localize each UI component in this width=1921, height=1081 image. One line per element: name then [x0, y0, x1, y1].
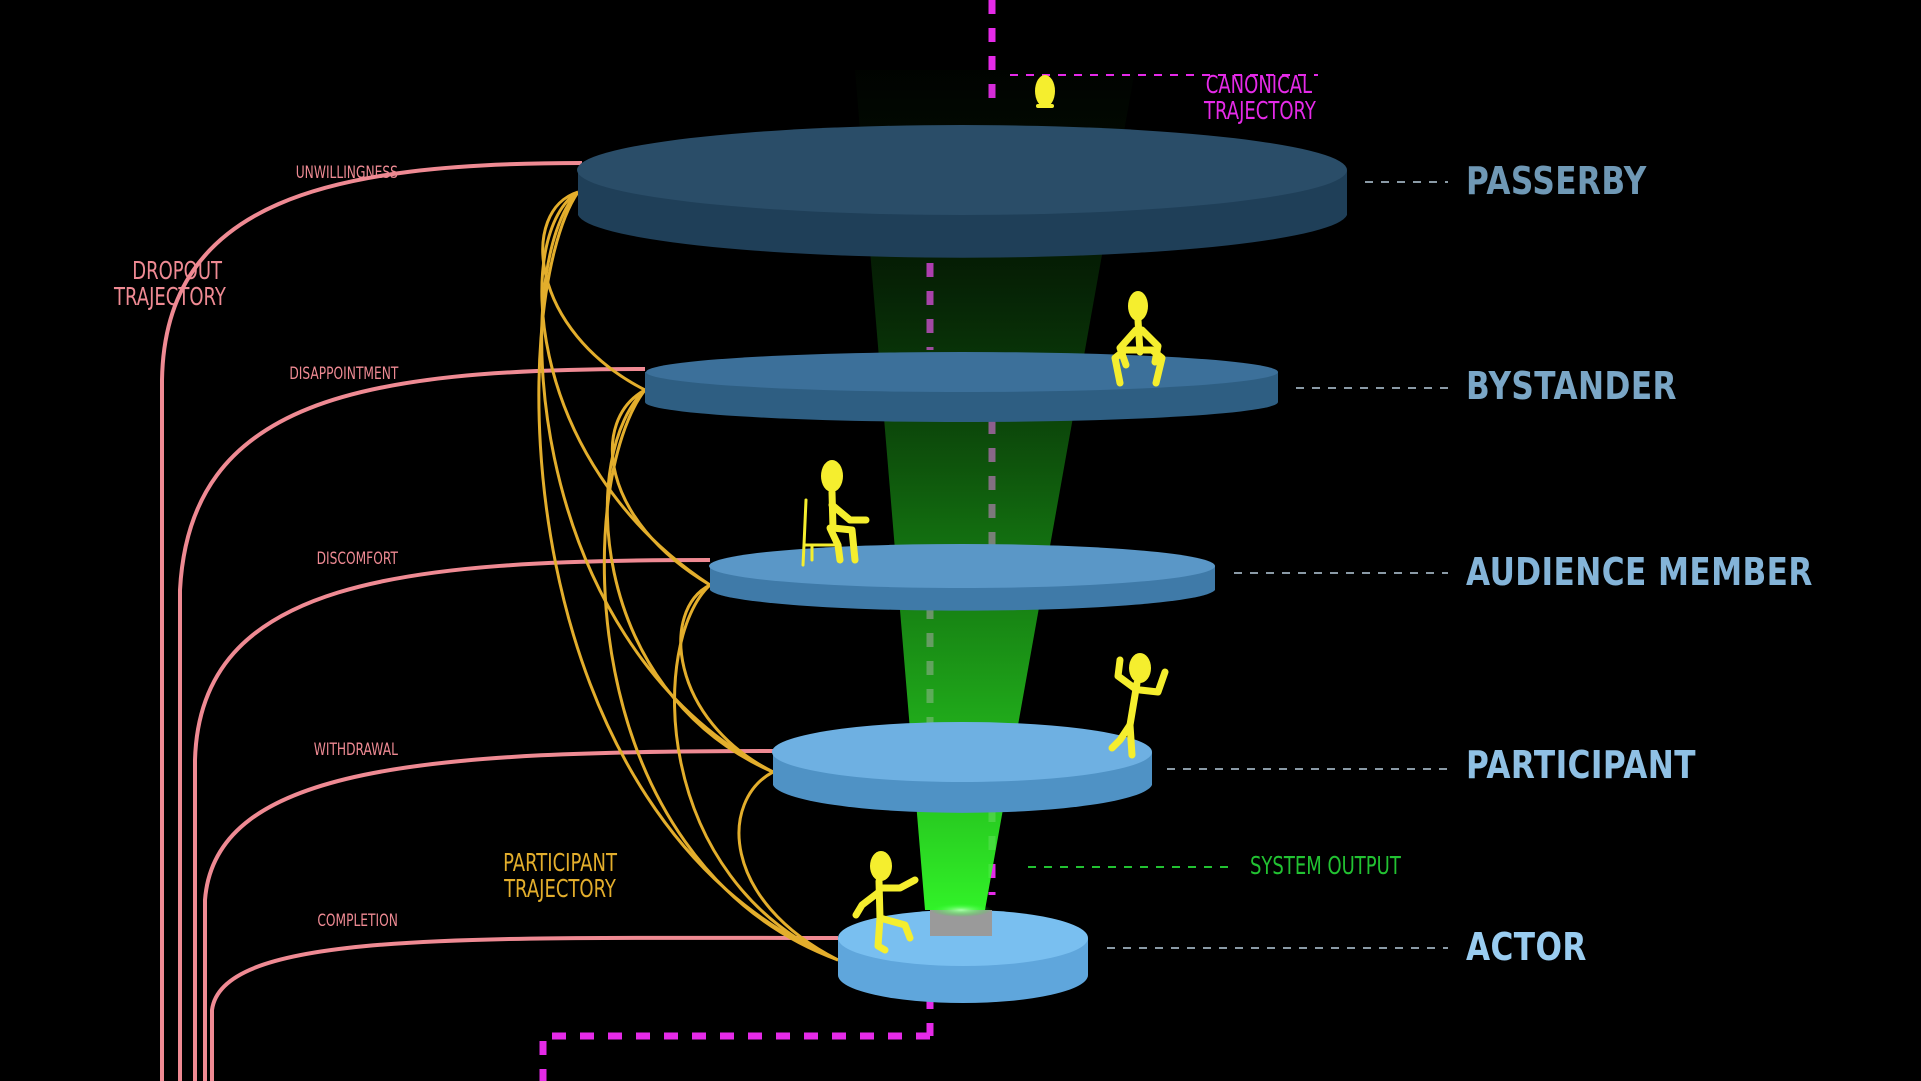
stage-label-actor: ACTOR: [1466, 925, 1587, 969]
reason-label-unwillingness: UNWILLINGNESS: [295, 163, 398, 183]
crouching-person-icon: [1111, 291, 1166, 387]
participant-label-line2: TRAJECTORY: [504, 874, 616, 904]
acting-person-icon: [852, 851, 919, 954]
reason-label-discomfort: DISCOMFORT: [316, 549, 398, 569]
dropout-label-line2: TRAJECTORY: [113, 282, 226, 312]
reason-label-withdrawal: WITHDRAWAL: [313, 740, 398, 760]
system-output-beam: [855, 70, 1135, 910]
seated-person-icon: [801, 460, 870, 567]
stage-disc-audience: [709, 544, 1215, 611]
stage-disc-actor: [838, 903, 1088, 1003]
stage-label-bystander: BYSTANDER: [1466, 364, 1677, 408]
canonical-trajectory-label: CANONICAL TRAJECTORY: [1204, 70, 1316, 126]
participant-label-line1: PARTICIPANT: [503, 848, 617, 877]
stage-disc-bystander: [645, 352, 1278, 423]
reason-label-disappointment: DISAPPOINTMENT: [289, 364, 398, 384]
stage-disc-passerby: [577, 125, 1347, 258]
dropout-trajectory-curves: [160, 161, 839, 1081]
stage-label-passerby: PASSERBY: [1466, 159, 1647, 203]
system-output-label: SYSTEM OUTPUT: [1250, 851, 1401, 880]
canonical-label-line2: TRAJECTORY: [1204, 96, 1316, 126]
participant-trajectory-label: PARTICIPANT TRAJECTORY: [495, 848, 625, 904]
stage-disc-participant: [772, 722, 1152, 813]
dancing-person-icon: [1108, 653, 1169, 759]
reason-label-completion: COMPLETION: [317, 911, 398, 931]
dropout-label-line1: DROPOUT: [132, 256, 222, 285]
stage-label-participant: PARTICIPANT: [1466, 743, 1696, 787]
canonical-label-line1: CANONICAL: [1205, 70, 1312, 99]
standing-person-icon: [1035, 75, 1055, 108]
stage-label-audience-member: AUDIENCE MEMBER: [1466, 550, 1813, 594]
dropout-trajectory-label: DROPOUT TRAJECTORY: [113, 256, 226, 312]
participant-trajectory-curves: [537, 190, 839, 962]
